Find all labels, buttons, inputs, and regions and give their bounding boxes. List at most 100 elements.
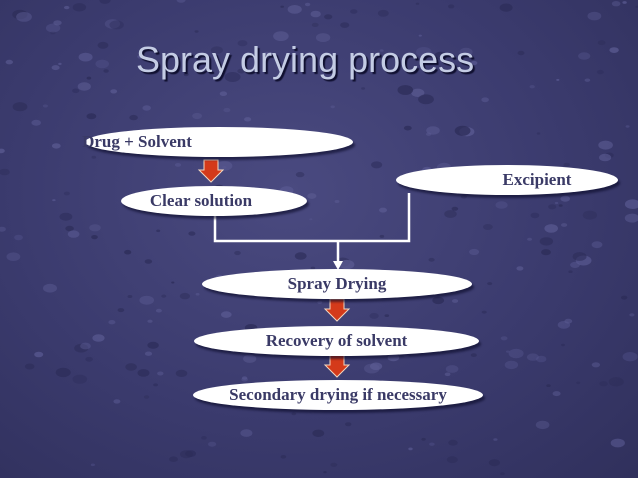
background-dot <box>371 161 383 169</box>
background-dot <box>345 422 352 427</box>
node-recovery-of-solvent: Recovery of solvent <box>194 326 479 356</box>
background-dot <box>45 23 61 33</box>
background-dot <box>339 259 355 270</box>
background-dot <box>188 231 196 236</box>
background-dot <box>415 2 420 5</box>
down-block-arrow-icon <box>323 298 351 322</box>
background-dot <box>470 353 477 357</box>
background-dot <box>582 210 598 220</box>
background-dot <box>175 369 188 377</box>
background-dot <box>448 4 455 9</box>
background-dot <box>444 210 457 218</box>
background-dot <box>143 395 150 399</box>
arrowhead-icon <box>333 261 343 270</box>
background-dot <box>67 230 80 238</box>
background-dot <box>481 97 489 103</box>
background-dot <box>74 343 89 353</box>
background-dot <box>624 199 638 209</box>
background-dot <box>421 437 426 441</box>
background-dot <box>139 295 154 305</box>
background-dot <box>504 360 519 370</box>
background-dot <box>310 266 316 270</box>
background-dot <box>51 65 60 71</box>
background-dot <box>72 374 88 384</box>
background-dot <box>564 318 573 324</box>
node-excipient: Excipient <box>396 165 618 195</box>
background-dot <box>108 320 116 325</box>
background-dot <box>192 112 203 120</box>
node-label: Recovery of solvent <box>265 331 408 350</box>
background-dot <box>72 3 87 12</box>
background-dot <box>561 223 568 227</box>
background-dot <box>516 266 524 271</box>
background-dot <box>330 462 338 467</box>
background-dot <box>578 52 591 60</box>
background-dot <box>86 76 92 80</box>
background-dot <box>622 352 638 362</box>
background-dot <box>361 87 366 90</box>
background-dot <box>280 455 287 459</box>
background-dot <box>552 391 561 397</box>
background-dot <box>104 19 120 29</box>
connector-clear-solution <box>213 214 338 243</box>
background-dot <box>536 132 541 135</box>
background-dot <box>591 362 601 368</box>
background-dot <box>183 73 189 77</box>
background-dot <box>384 314 390 317</box>
background-dot <box>444 372 451 377</box>
background-dot <box>621 295 628 300</box>
background-dot <box>546 384 551 387</box>
background-dot <box>89 224 101 232</box>
background-dot <box>43 283 57 293</box>
background-dot <box>125 363 137 371</box>
background-dot <box>561 343 565 347</box>
background-dot <box>237 40 248 47</box>
background-dot <box>527 237 533 241</box>
background-dot <box>58 62 62 65</box>
background-dot <box>157 371 164 376</box>
background-dot <box>499 3 513 12</box>
background-dot <box>416 47 432 57</box>
background-dot <box>544 224 558 233</box>
background-dot <box>411 88 425 98</box>
background-dot <box>334 200 340 203</box>
background-dot <box>460 194 467 199</box>
background-dot <box>500 472 505 476</box>
background-dot <box>377 9 389 17</box>
background-dot <box>77 82 91 91</box>
background-dot <box>487 282 493 286</box>
background-dot <box>156 229 161 233</box>
background-dot <box>315 33 331 43</box>
background-dot <box>223 107 231 113</box>
background-dot <box>587 11 602 21</box>
background-dot <box>403 125 412 131</box>
background-dot <box>428 257 435 262</box>
node-label: Spray Drying <box>287 274 387 293</box>
background-dot <box>224 72 241 82</box>
background-dot <box>5 59 13 65</box>
background-dot <box>570 261 580 268</box>
background-dot <box>50 31 56 35</box>
background-dot <box>454 125 471 136</box>
background-dot <box>86 113 97 120</box>
background-dot <box>78 52 93 62</box>
node-label: Excipient <box>502 170 572 189</box>
background-dot <box>221 311 232 318</box>
background-dot <box>155 308 162 313</box>
background-dot <box>185 450 197 457</box>
background-dot <box>63 5 70 10</box>
background-dot <box>323 471 327 474</box>
background-dot <box>529 85 535 89</box>
background-dot <box>110 89 118 94</box>
background-dot <box>608 377 624 387</box>
background-dot <box>85 356 93 362</box>
background-dot <box>291 412 297 416</box>
background-dot <box>137 54 144 59</box>
background-dot <box>262 51 273 59</box>
background-dot <box>598 140 613 150</box>
background-dot <box>556 78 560 81</box>
background-dot <box>307 193 317 199</box>
background-dot <box>446 456 458 464</box>
